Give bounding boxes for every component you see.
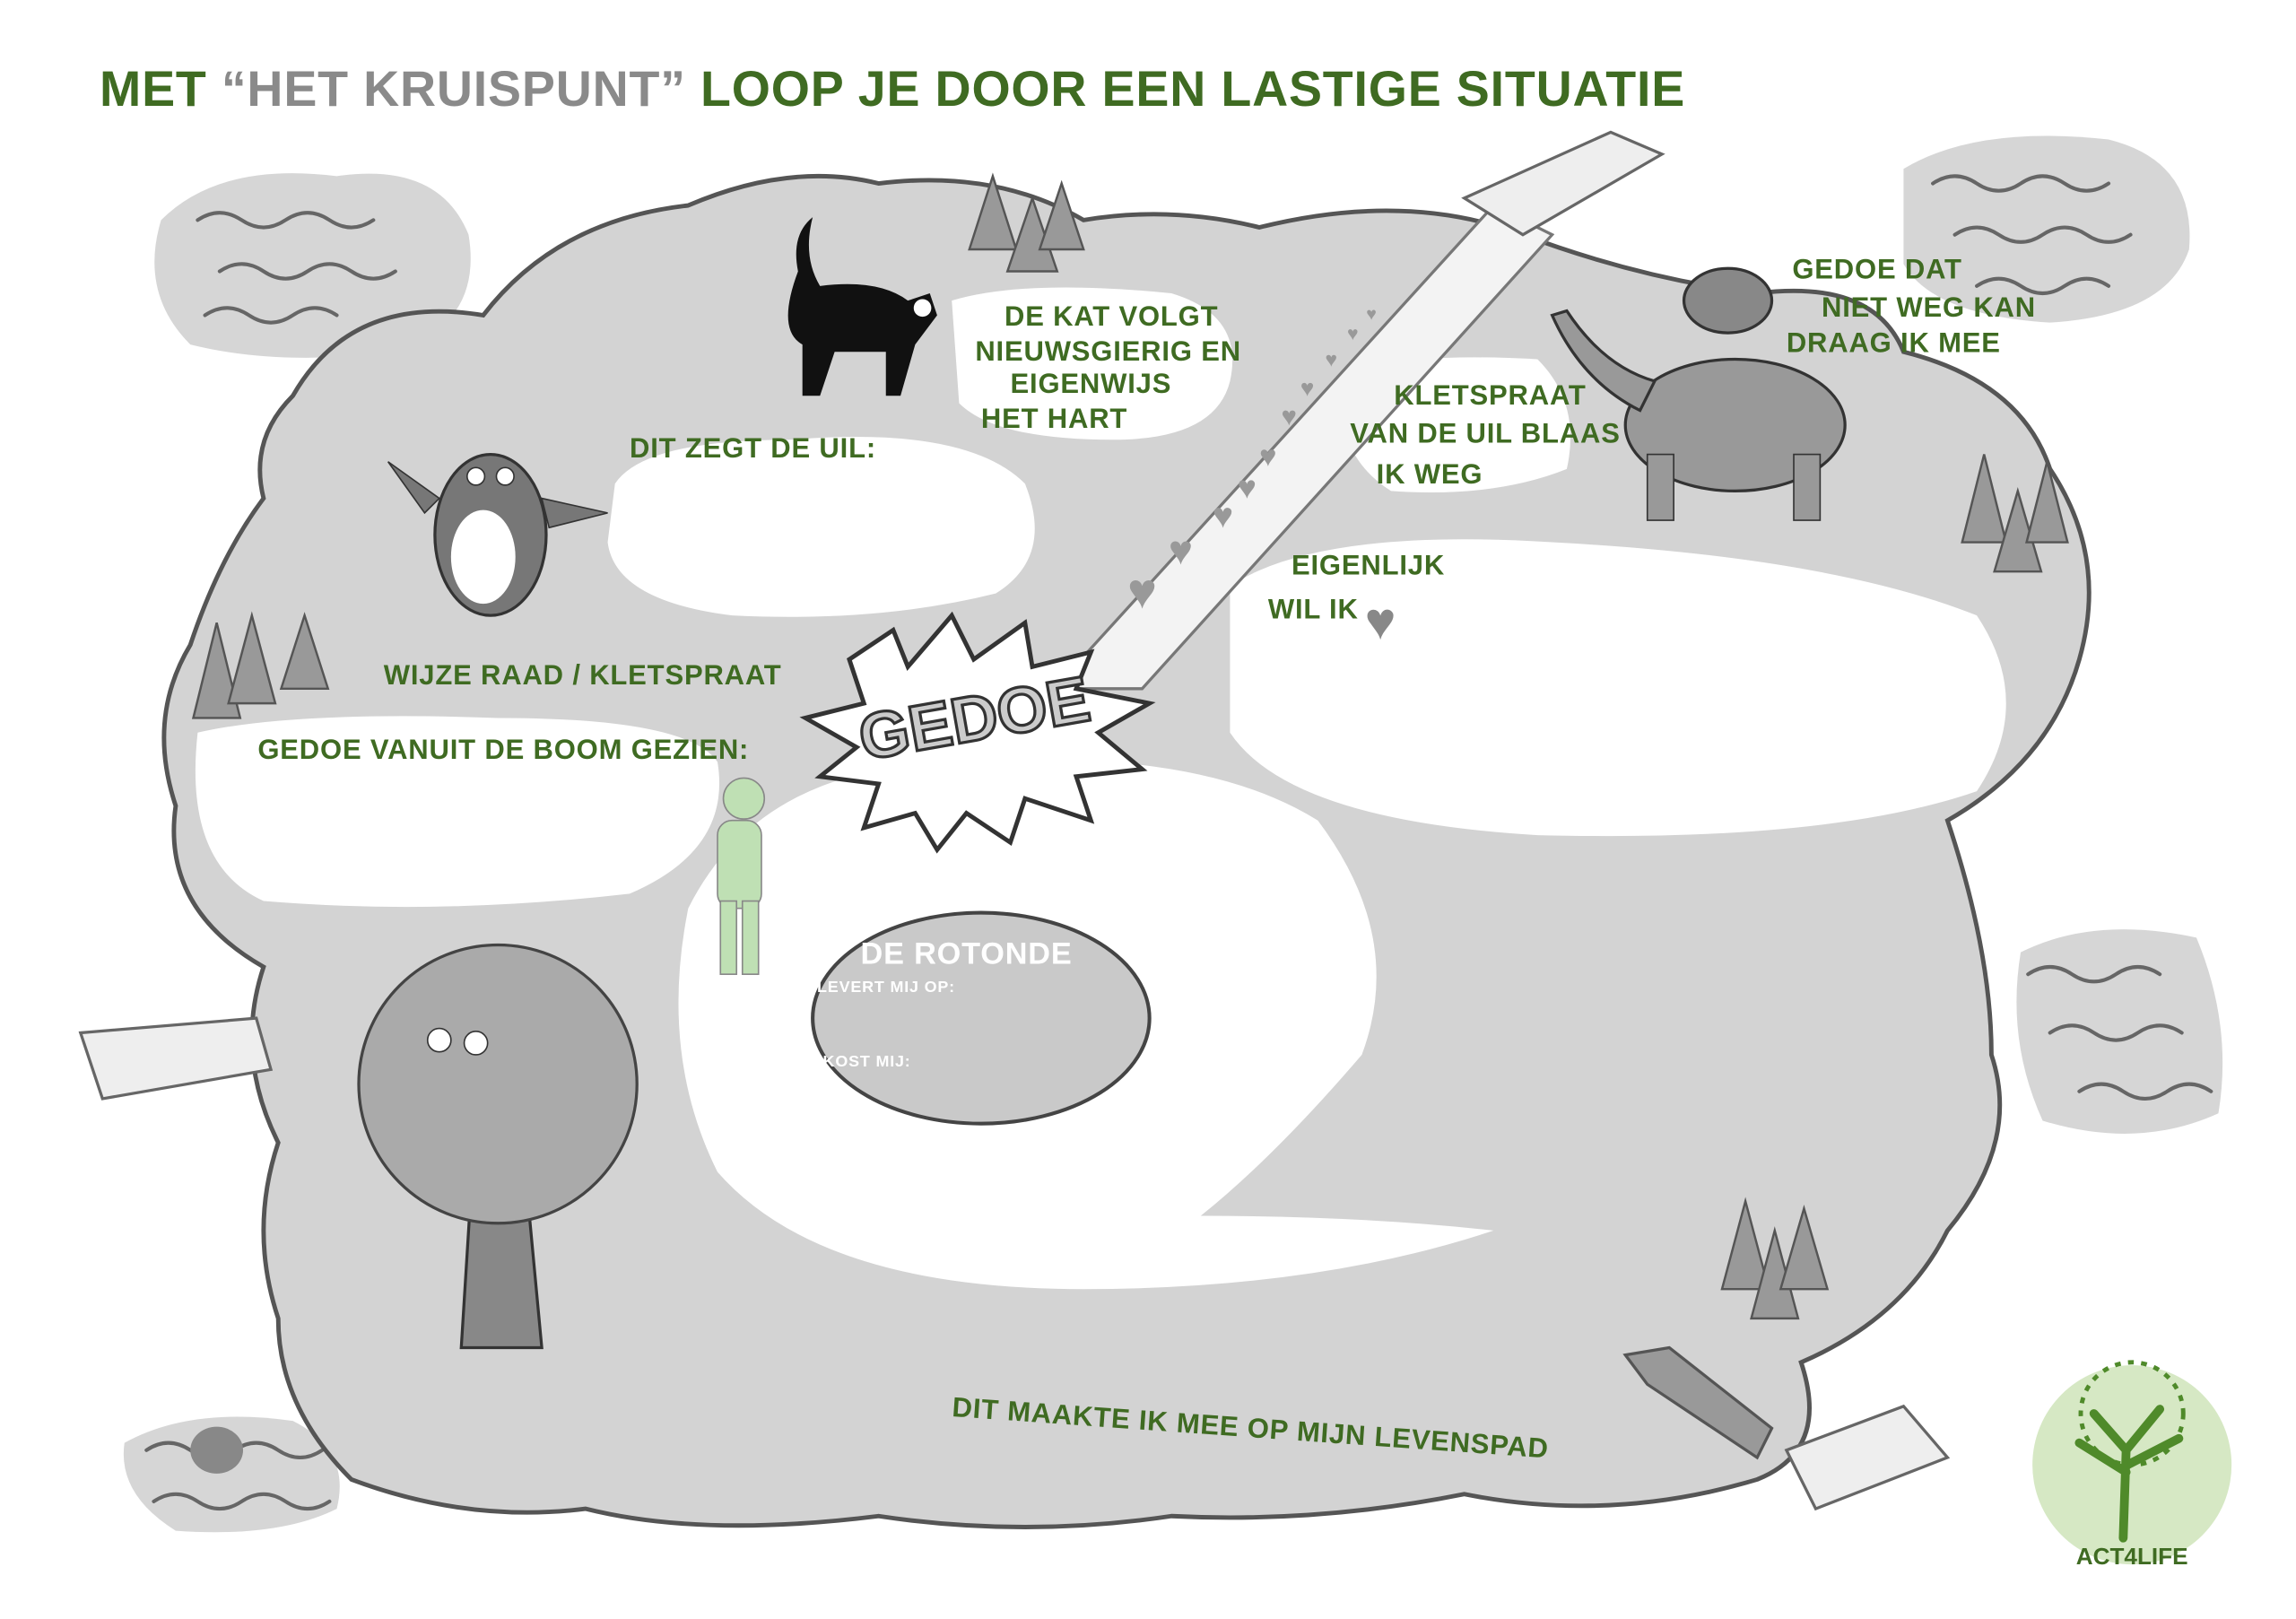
water-top-right <box>1903 135 2190 323</box>
heart-icon: ♥ <box>1366 305 1377 324</box>
heart-icon: ♥ <box>1347 323 1359 344</box>
pier-bottom-right <box>1784 1404 1951 1511</box>
cat-bubble <box>952 287 1233 440</box>
seal-head-icon <box>190 1426 244 1474</box>
owl-says-label: DIT ZEGT DE UIL: <box>630 432 876 464</box>
boat <box>1622 1345 1774 1460</box>
tree-view-bubble <box>195 716 720 908</box>
title-part-1: MET <box>100 61 222 117</box>
title-part-2: “HET KRUISPUNT” <box>222 61 686 117</box>
water-right <box>2016 929 2223 1134</box>
heart-icon: ♥ <box>1169 527 1193 573</box>
rotonde-title: DE ROTONDE <box>861 937 1073 971</box>
pier-top <box>1461 130 1665 237</box>
rotonde-gain-label: LEVERT MIJ OP: <box>817 978 955 996</box>
road <box>1050 204 1555 691</box>
logo-text: ACT4LIFE <box>2076 1543 2188 1570</box>
pine-trees <box>191 172 2069 1320</box>
rotonde <box>811 910 1152 1126</box>
person-illustration <box>717 777 766 975</box>
cat-illustration <box>787 217 937 396</box>
rock-icon <box>1682 266 1774 335</box>
heart-icon: ♥ <box>1213 497 1233 535</box>
eigenlijk-bubble <box>1230 539 2006 837</box>
hearts-trail: ♥ ♥ ♥ ♥ ♥ ♥ ♥ ♥ ♥ ♥ <box>1127 305 1377 620</box>
owl-says-bubble <box>607 436 1035 617</box>
water-top-left <box>154 173 471 358</box>
rotonde-cost-label: KOST MIJ: <box>823 1052 911 1070</box>
heart-icon: ♥ <box>1300 375 1315 401</box>
owl-illustration <box>387 452 608 617</box>
tree-view-label: GEDOE VANUIT DE BOOM GEZIEN: <box>257 734 749 765</box>
heart-icon: ♥ <box>1326 349 1338 371</box>
heart-icon: ♥ <box>1259 441 1276 474</box>
elephant-label: GEDOE DAT NIET WEG KAN DRAAG IK MEE <box>1787 254 2045 359</box>
elephant-illustration <box>1550 266 1847 521</box>
page-title: MET “HET KRUISPUNT” LOOP JE DOOR EEN LAS… <box>100 61 1685 117</box>
eigenlijk-label: EIGENLIJK WIL IK <box>1268 549 1454 624</box>
act4life-logo: ACT4LIFE <box>2032 1360 2232 1570</box>
pier-left <box>78 1016 274 1101</box>
kletspraat-label: KLETSPRAAT VAN DE UIL BLAAS IK WEG <box>1350 379 1629 490</box>
gedoe-burst: GEDOE <box>799 611 1156 854</box>
heart-icon: ♥ <box>1127 565 1157 620</box>
cat-label: DE KAT VOLGT NIEUWSGIERIG EN EIGENWIJS H… <box>975 300 1249 434</box>
water-bottom-left <box>123 1416 340 1533</box>
tree-illustration <box>357 943 639 1350</box>
heart-icon: ♥ <box>1282 403 1297 431</box>
heart-icon: ♥ <box>1238 470 1257 506</box>
wise-advice-label: WIJZE RAAD / KLETSPRAAT <box>384 659 782 691</box>
heart-icon: ♥ <box>1365 592 1396 650</box>
title-part-3: LOOP JE DOOR EEN LASTIGE SITUATIE <box>686 61 1685 117</box>
